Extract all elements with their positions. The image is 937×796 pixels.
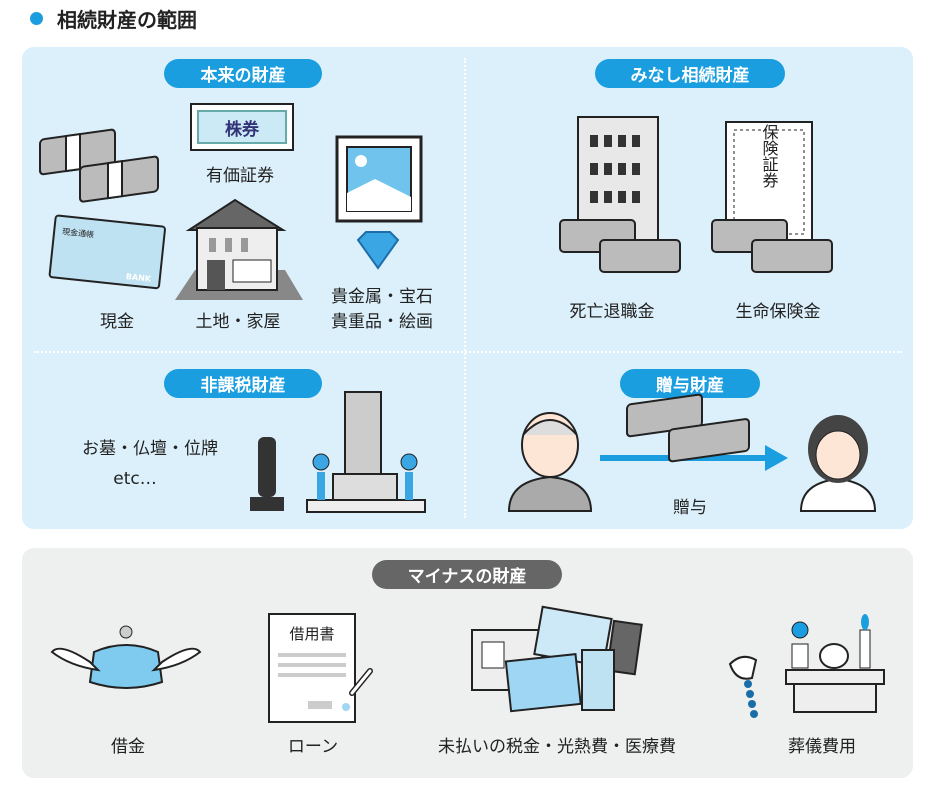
title-text: 相続財産の範囲 (57, 8, 197, 32)
pill-minus-assets: マイナスの財産 (372, 560, 562, 589)
stock-certificate-icon: 株券 (190, 103, 294, 151)
label-precious-metals: 貴金属・宝石 (331, 287, 433, 307)
label-retirement-allowance: 死亡退職金 (569, 302, 655, 322)
svg-text:BANK: BANK (125, 272, 152, 284)
pill-tax-exempt-assets: 非課税財産 (164, 369, 322, 398)
grave-icon (306, 391, 426, 513)
gem-icon (356, 231, 400, 270)
label-life-insurance: 生命保険金 (735, 302, 821, 322)
bankbook-icon: 現金通帳 BANK (48, 214, 166, 290)
pill-original-assets: 本来の財産 (164, 59, 322, 88)
page-title: 相続財産の範囲 (30, 4, 197, 33)
label-land-house: 土地・家屋 (195, 312, 281, 332)
gift-cash-bundles-icon (626, 393, 750, 463)
memorial-tablet-icon (250, 437, 284, 511)
label-loan: ローン (287, 737, 339, 757)
pill-deemed-assets: みなし相続財産 (595, 59, 785, 88)
svg-text:株券: 株券 (225, 119, 260, 140)
label-unpaid-bills: 未払いの税金・光熱費・医療費 (438, 737, 676, 757)
label-gift: 贈与 (673, 498, 707, 518)
label-valuables-paintings: 貴重品・絵画 (331, 312, 433, 332)
winged-purse-icon (50, 625, 202, 689)
label-cash: 現金 (100, 312, 134, 332)
pill-gift-assets: 贈与財産 (620, 369, 760, 398)
painting-icon (335, 135, 423, 223)
cash-bundles-icon (39, 128, 159, 203)
elderly-man-icon (507, 412, 593, 512)
label-debt: 借金 (111, 737, 145, 757)
funeral-altar-icon (728, 614, 885, 718)
label-securities: 有価証券 (206, 166, 274, 186)
svg-text:現金通帳: 現金通帳 (62, 226, 95, 239)
woman-icon (799, 415, 877, 512)
insurance-policy-icon: 保険証券 (711, 121, 833, 273)
house-icon (175, 198, 303, 300)
svg-text:保険証券: 保険証券 (760, 124, 779, 189)
label-etc: etc… (113, 469, 157, 489)
horizontal-divider (34, 351, 902, 353)
label-funeral-costs: 葬儀費用 (788, 737, 856, 757)
label-grave-altar-tablet: お墓・仏壇・位牌 (82, 439, 218, 459)
company-building-icon (559, 116, 681, 273)
vertical-divider (464, 58, 466, 518)
svg-text:借用書: 借用書 (289, 625, 334, 643)
loan-document-icon: 借用書 (268, 613, 373, 723)
bills-envelopes-icon (471, 605, 643, 713)
bullet-dot-icon (30, 12, 43, 25)
